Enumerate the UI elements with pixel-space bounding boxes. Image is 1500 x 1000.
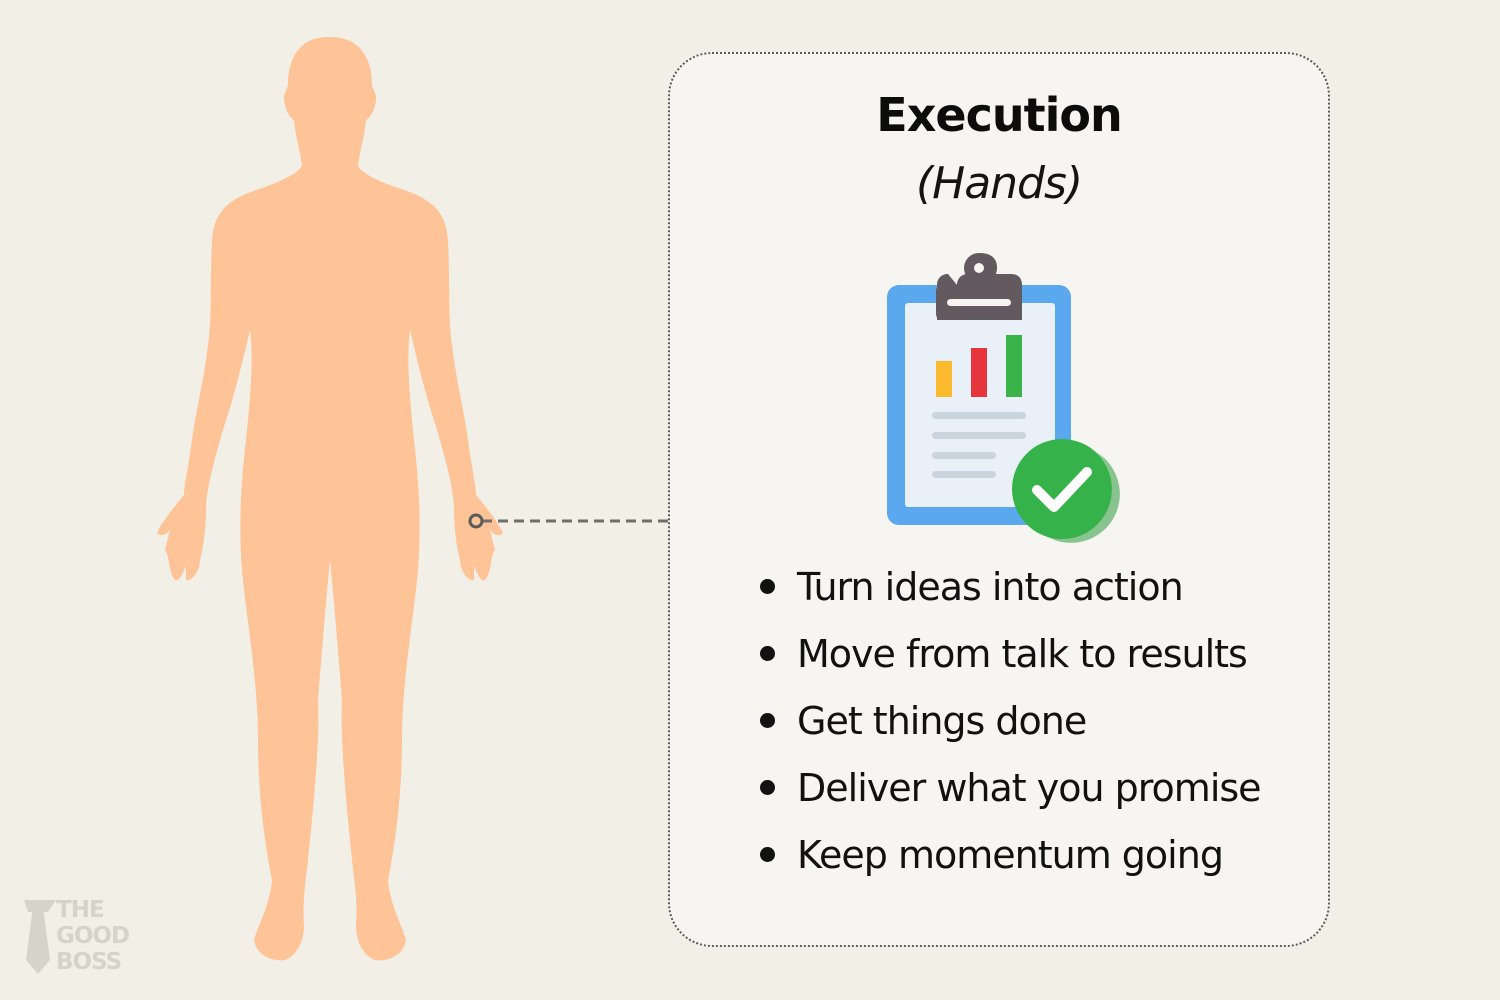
card-title: Execution [876,88,1122,142]
check-circle-icon [1012,439,1120,543]
bullet-text: Get things done [797,699,1087,743]
bullet-text: Move from talk to results [797,632,1248,676]
list-item: Turn ideas into action [757,560,1261,627]
tie-icon [24,900,56,974]
bullet-text: Keep momentum going [797,833,1224,877]
connector-anchor [468,513,484,529]
bar-green [1006,335,1022,397]
bullet-list: Turn ideas into action Move from talk to… [757,560,1262,895]
list-item: Move from talk to results [757,627,1261,694]
clipboard-chart-icon [887,253,1120,543]
bullet-dot [760,713,775,728]
brand-logo: THE GOOD BOSS [22,898,152,978]
logo-line-good: GOOD [56,923,130,949]
bullet-text: Turn ideas into action [797,565,1184,609]
bullet-dot [760,847,775,862]
list-item: Get things done [757,694,1261,761]
bullet-dot [760,579,775,594]
bullet-text: Deliver what you promise [797,766,1262,810]
logo-line-boss: BOSS [56,949,122,975]
bullet-dot [760,780,775,795]
card-heading: Execution (Hands) [668,0,1330,1000]
bar-yellow [936,361,952,397]
logo-line-the: THE [56,897,105,923]
bullet-dot [760,646,775,661]
card-subtitle: (Hands) [915,158,1083,209]
list-item: Keep momentum going [757,828,1261,895]
bar-red [971,348,987,397]
list-item: Deliver what you promise [757,761,1262,828]
body-silhouette [157,37,503,961]
